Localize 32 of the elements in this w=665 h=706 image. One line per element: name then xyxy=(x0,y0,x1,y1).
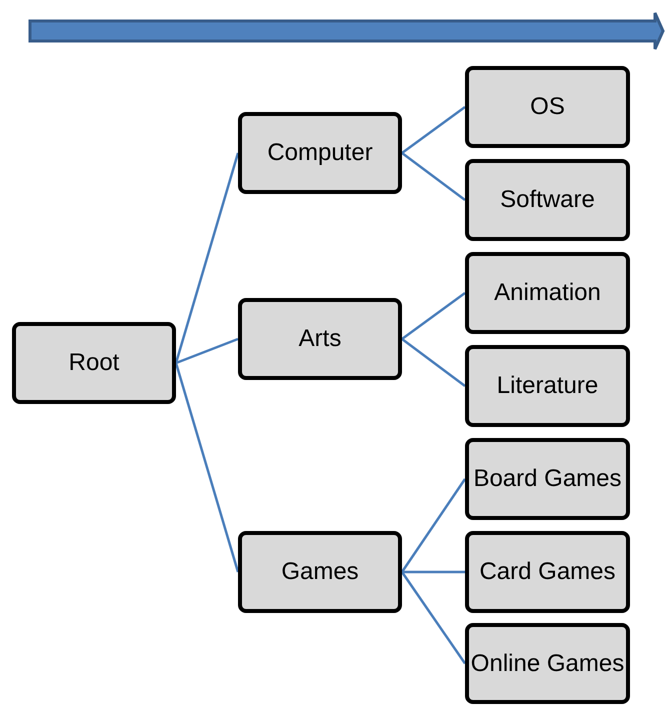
connector-line xyxy=(401,106,466,154)
node-label: Literature xyxy=(496,371,598,402)
node-label: Online Games xyxy=(470,648,624,679)
category-box xyxy=(238,298,402,380)
node-label: Root xyxy=(68,348,120,378)
category-box xyxy=(465,531,630,613)
category-box xyxy=(238,112,402,194)
connector-line xyxy=(401,292,466,340)
node-label: Board Games xyxy=(473,464,622,494)
category-box xyxy=(465,345,630,427)
connector-line xyxy=(176,338,238,364)
connector-line xyxy=(401,338,466,387)
category-box xyxy=(465,159,630,241)
node-label: Software xyxy=(500,185,595,216)
category-box xyxy=(465,66,630,148)
category-box xyxy=(465,252,630,334)
connector-line xyxy=(401,152,466,201)
category-box xyxy=(465,623,630,704)
category-box xyxy=(238,531,402,613)
category-box xyxy=(465,438,630,520)
connector-line xyxy=(402,570,465,574)
connector-line xyxy=(174,152,240,364)
node-label: OS xyxy=(530,92,565,122)
node-label: Animation xyxy=(494,278,601,308)
connector-line xyxy=(174,362,240,572)
node-label: Games xyxy=(281,557,359,588)
node-label: Computer xyxy=(267,138,373,168)
connector-line xyxy=(400,478,466,573)
node-label: Arts xyxy=(298,324,342,354)
category-box xyxy=(12,322,176,404)
connector-line xyxy=(400,571,466,664)
node-label: Card Games xyxy=(479,557,616,588)
